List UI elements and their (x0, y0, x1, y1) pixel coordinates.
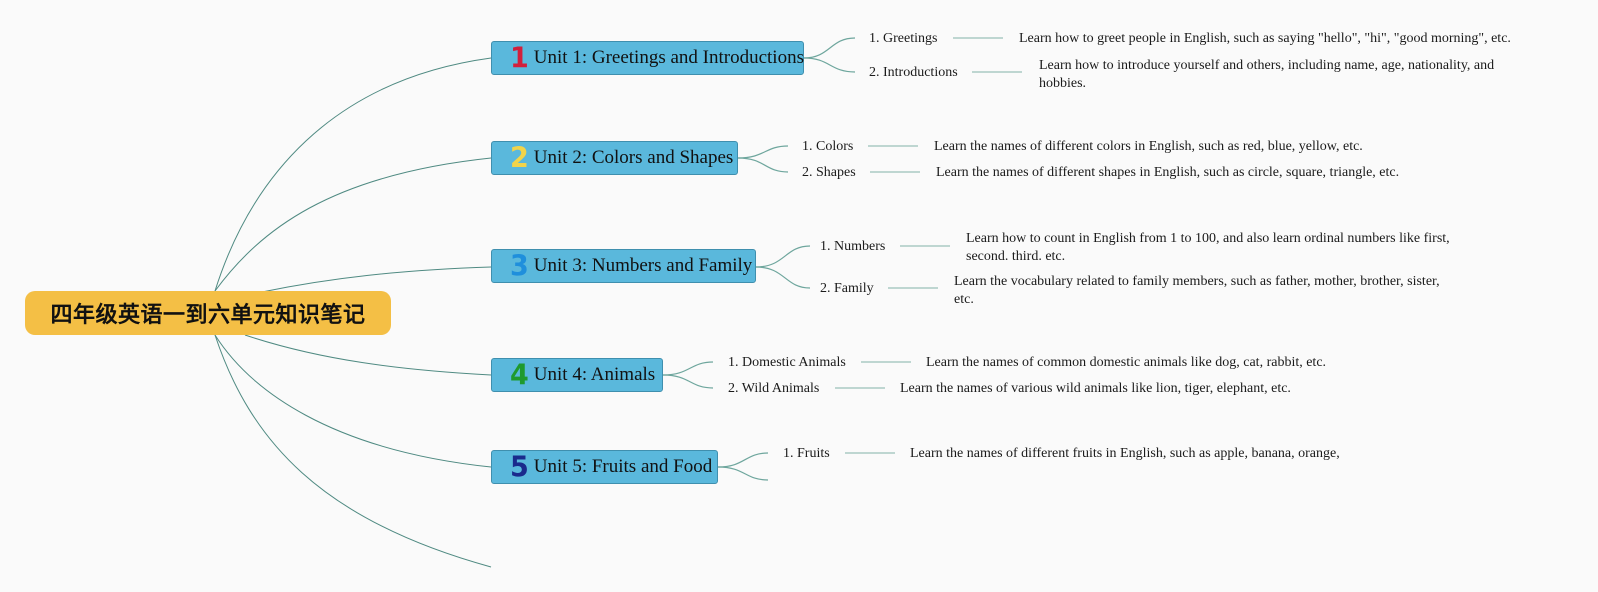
description-shapes[interactable]: Learn the names of different shapes in E… (936, 165, 1400, 180)
topic-family[interactable]: 2. Family (820, 281, 874, 296)
branch-unit1-topic1 (803, 37, 856, 59)
branch-unit4-topic2 (662, 374, 714, 389)
number-3-icon: 3 (510, 249, 529, 283)
unit-node-1[interactable]: 1 Unit 1: Greetings and Introductions (491, 41, 804, 75)
description-numbers[interactable]: Learn how to count in English from 1 to … (966, 231, 1450, 264)
description-wild-animals[interactable]: Learn the names of various wild animals … (900, 381, 1291, 396)
description-greetings[interactable]: Learn how to greet people in English, su… (1019, 31, 1511, 46)
branch-unit2-topic2 (737, 157, 789, 173)
branch-unit5-topic2 (717, 466, 769, 481)
topic-numbers[interactable]: 1. Numbers (820, 239, 886, 254)
topic-shapes[interactable]: 2. Shapes (802, 165, 856, 180)
unit-node-3[interactable]: 3 Unit 3: Numbers and Family (491, 249, 756, 283)
branch-root-unit4 (244, 334, 492, 376)
branch-unit5-topic1 (717, 452, 769, 468)
branch-unit3-topic2 (755, 266, 811, 289)
description-introductions[interactable]: Learn how to introduce yourself and othe… (1039, 58, 1495, 91)
number-5-icon: 5 (510, 450, 529, 484)
number-1-icon: 1 (510, 41, 529, 75)
branch-unit3-topic1 (755, 245, 811, 268)
unit-title: Unit 5: Fruits and Food (533, 456, 713, 477)
branch-unit4-topic1 (662, 361, 714, 376)
branch-root-unit1 (214, 57, 492, 292)
number-2-icon: 2 (510, 141, 529, 175)
branch-root-unit3 (261, 266, 492, 293)
unit-title: Unit 1: Greetings and Introductions (533, 47, 804, 68)
description-colors[interactable]: Learn the names of different colors in E… (934, 139, 1363, 154)
unit-node-4[interactable]: 4 Unit 4: Animals (491, 358, 663, 392)
unit-title: Unit 3: Numbers and Family (533, 255, 753, 276)
root-title: 四年级英语一到六单元知识笔记 (50, 303, 366, 328)
unit-title: Unit 2: Colors and Shapes (533, 147, 734, 168)
branch-root-unit6 (214, 334, 492, 568)
topic-domestic-animals[interactable]: 1. Domestic Animals (728, 355, 846, 370)
description-family[interactable]: Learn the vocabulary related to family m… (954, 274, 1440, 307)
topic-wild-animals[interactable]: 2. Wild Animals (728, 381, 820, 396)
topic-greetings[interactable]: 1. Greetings (869, 31, 938, 46)
number-4-icon: 4 (510, 358, 529, 392)
topic-colors[interactable]: 1. Colors (802, 139, 854, 154)
root-topic[interactable]: 四年级英语一到六单元知识笔记 (25, 291, 391, 335)
unit-node-5[interactable]: 5 Unit 5: Fruits and Food (491, 450, 718, 484)
unit-title: Unit 4: Animals (533, 364, 656, 385)
branch-unit2-topic1 (737, 145, 789, 159)
branch-unit1-topic2 (803, 57, 856, 73)
topic-introductions[interactable]: 2. Introductions (869, 65, 958, 80)
description-fruits[interactable]: Learn the names of different fruits in E… (910, 446, 1340, 461)
unit-node-2[interactable]: 2 Unit 2: Colors and Shapes (491, 141, 738, 175)
topic-fruits[interactable]: 1. Fruits (783, 446, 830, 461)
branch-root-unit5 (214, 334, 492, 468)
branch-root-unit2 (214, 157, 492, 292)
description-domestic-animals[interactable]: Learn the names of common domestic anima… (926, 355, 1327, 370)
